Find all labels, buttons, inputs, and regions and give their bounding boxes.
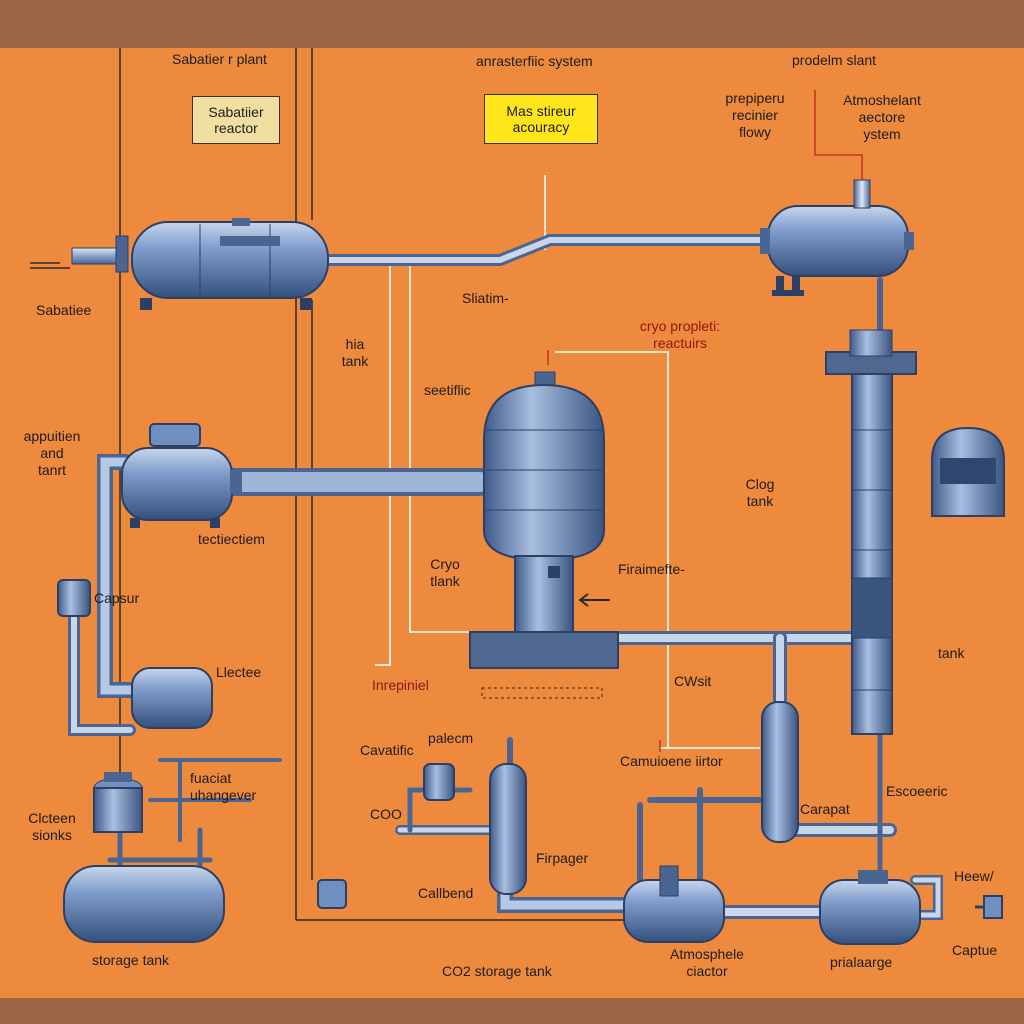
- top-frame-bar: [0, 0, 1024, 48]
- label-appuitien: appuitien and tanrt: [23, 428, 81, 478]
- label-co2-storage-tank: CO2 storage tank: [442, 963, 552, 979]
- small-valve-icon: [317, 879, 347, 909]
- label-inrepiniel: Inrepiniel: [372, 677, 429, 693]
- atmosphere-reactor-vessel: [819, 870, 921, 945]
- label-clog-tank: Clog tank: [745, 476, 775, 509]
- label-cryo-tank: Cryo tlank: [430, 556, 460, 589]
- label-prialaarge: prialaarge: [830, 954, 893, 970]
- bottom-frame-bar: [0, 998, 1024, 1024]
- storage-tank-vessel: [63, 865, 225, 943]
- capsule-vessel: [57, 579, 91, 617]
- header-left-title: Sabatier r plant: [172, 51, 267, 67]
- label-captue: Captue: [952, 942, 998, 958]
- label-callbend: Callbend: [418, 885, 474, 901]
- label-prepiperu: prepiperu recinier flowy: [725, 90, 785, 140]
- label-carapat: Carapat: [800, 801, 850, 817]
- label-fuaciat: fuaciat uhangever: [190, 770, 257, 803]
- heat-exchanger-vessel: [93, 772, 143, 833]
- top-right-reactor-vessel: [760, 179, 914, 296]
- sabatier-reactor-callout: Sabatiier reactor: [192, 96, 280, 144]
- instrument-row: [481, 687, 603, 699]
- label-atmosphelant: Atmoshelant aectore ystem: [843, 92, 921, 142]
- electee-vessel: [131, 667, 213, 729]
- firpager-vessel: [489, 763, 527, 895]
- clog-tank-vessel: [931, 426, 1005, 517]
- label-escoeeric: Escoeeric: [886, 783, 948, 799]
- carapat-vessel: [761, 701, 799, 843]
- label-sliatim: Sliatim-: [462, 290, 509, 306]
- label-llectee: Llectee: [216, 664, 262, 680]
- label-cwsit: CWsit: [674, 673, 712, 689]
- header-right-title: prodelm slant: [792, 52, 877, 68]
- cryo-tank-vessel: [469, 371, 619, 669]
- label-cryo-propleti: cryo propleti: reactuirs: [639, 318, 721, 351]
- label-firaimefte: Firaimefte-: [618, 561, 685, 577]
- apparatus-tank-vessel: [121, 423, 242, 528]
- guide-lines: [30, 48, 630, 921]
- label-clcteen: Clcteen sionks: [28, 810, 76, 843]
- label-capsur: Capsur: [94, 590, 140, 606]
- label-firpager: Firpager: [536, 850, 589, 866]
- palecm-vessel: [423, 763, 455, 801]
- distillation-column: [825, 329, 917, 735]
- label-atmosphele-ciactor: Atmosphele ciactor: [670, 946, 744, 979]
- sabatier-reactor-vessel: [71, 218, 329, 310]
- label-camuioene: Camuioene iirtor: [620, 753, 723, 769]
- mass-accuracy-callout: Mas stireur acouracy: [484, 94, 598, 144]
- label-sabatiee: Sabatiee: [36, 302, 92, 318]
- process-pipes: [68, 234, 943, 920]
- arrow-icon: [578, 593, 610, 607]
- label-heew: Heew/: [954, 868, 994, 884]
- label-hia-tank: hia tank: [341, 336, 369, 369]
- label-seetiflic: seetiflic: [424, 382, 471, 398]
- label-cavatific: Cavatific: [360, 742, 414, 758]
- label-coo: COO: [370, 806, 402, 822]
- red-leaders: [547, 90, 863, 752]
- label-palecm: palecm: [428, 730, 474, 746]
- label-tank: tank: [938, 645, 965, 661]
- label-tectiectiem: tectiectiem: [198, 531, 265, 547]
- header-center-title: anrasterfiic system: [476, 53, 593, 69]
- co2-storage-vessel: [623, 865, 725, 943]
- valve-icon: [975, 895, 1003, 919]
- label-storage-tank: storage tank: [92, 952, 170, 968]
